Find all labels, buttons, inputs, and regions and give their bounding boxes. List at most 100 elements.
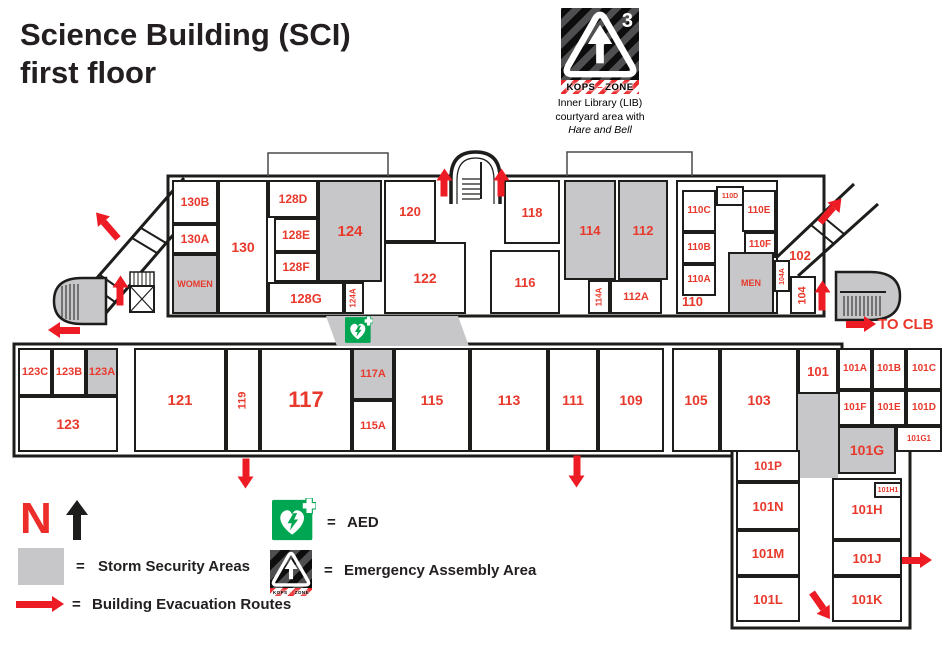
room-114a: 114A [588,280,610,314]
room-120: 120 [384,180,436,242]
room-label: 101J [852,550,882,566]
room-label: 110A [687,274,711,285]
room-101h1: 101H1 [874,482,902,498]
room-130b: 130B [172,180,218,224]
room-label: 101H [851,501,883,517]
page-title: Science Building (SCI) first floor [20,16,351,92]
room-128f: 128F [274,252,318,282]
room-label: 130A [180,232,210,246]
room-label: 109 [619,392,643,408]
kops-superscript: 3 [621,10,633,32]
room-109: 109 [598,348,664,452]
room-label: 101G [849,442,885,458]
room-label: 111 [562,392,584,408]
exit-up-east [814,280,831,310]
room-label: 101H1 [877,486,899,494]
room-101g: 101G [838,426,896,474]
room-men: MEN [728,252,774,314]
room-label: 101P [753,459,783,473]
room-label: 101L [753,591,783,607]
exit-up-arch-right [493,168,510,196]
route-legend-label: Building Evacuation Routes [92,596,292,613]
room-label: 124A [349,288,358,308]
room-label: 102 [789,247,811,263]
kops-caption-line1: Inner Library (LIB) [557,97,643,109]
room-label: MEN [741,277,761,288]
room-label: 124 [337,222,363,240]
title-line2: first floor [20,54,157,90]
room-label: 110 [682,294,703,309]
room-label: 110D [721,192,739,200]
room-label: 101D [912,402,936,413]
room-label: 115 [420,392,444,408]
storm-eq: = [76,558,85,575]
aed-eq: = [327,514,336,531]
kops-zone-logo: 3 KOPS – ZONE Inner Library (LIB) courty… [546,8,654,138]
kops-caption: Inner Library (LIB) courtyard area with … [546,97,654,138]
room-label: 112A [623,290,649,303]
room-label: 113 [497,392,521,408]
room-label: 122 [413,270,437,286]
room-128g: 128G [268,282,344,314]
room-124: 124 [318,180,382,282]
room-101a: 101A [838,348,872,390]
room-124a: 124A [344,282,364,314]
exit-left-west [48,322,80,339]
room-116: 116 [490,250,560,314]
kops-banner-right: ZONE [605,81,634,93]
room-101p: 101P [736,450,800,482]
room-label: 101K [851,591,883,607]
title-line1: Science Building (SCI) [20,17,351,52]
room-label: 130 [231,239,255,255]
elevator-shaft [129,271,155,313]
room-101l: 101L [736,576,800,622]
room-113: 113 [470,348,548,452]
room-label: 119 [236,391,249,409]
room-women: WOMEN [172,254,218,314]
room-117a: 117A [352,348,394,400]
storm-security-swatch [18,548,64,585]
kops-caption-line3: Hare and Bell [568,124,632,137]
room-102: 102 [778,236,822,274]
room-104: 104 [790,276,816,314]
room-101e: 101E [872,390,906,426]
room-label: 118 [521,204,543,220]
room-105: 105 [672,348,720,452]
room-label: WOMEN [177,278,213,289]
kops-banner: KOPS – ZONE [561,80,639,94]
room-label: 128E [281,228,311,242]
room-label: 104 [796,285,809,305]
room-112: 112 [618,180,668,280]
room-101f: 101F [838,390,872,426]
legend-evacuation-arrow [16,596,64,613]
route-eq: = [72,596,81,613]
room-101k: 101K [832,576,902,622]
kops-caption-line2: courtyard area with [555,110,645,123]
room-114: 114 [564,180,616,280]
room-label: 105 [684,392,708,408]
kops-banner-left: KOPS [566,81,596,93]
room-123a: 123A [86,348,118,396]
roof-overhang-right [566,151,693,176]
room-110c: 110C [682,190,716,232]
room-122: 122 [384,242,466,314]
storm-corridor-right [798,394,838,478]
room-103: 103 [720,348,798,452]
room-label: 114 [579,222,601,238]
room-label: 110C [687,205,711,216]
room-101n: 101N [736,482,800,530]
room-130a: 130A [172,224,218,254]
room-112a: 112A [610,280,662,314]
room-110a: 110A [682,264,716,296]
room-label: 101N [752,498,784,514]
north-up-arrow-icon [66,500,88,540]
room-130: 130 [218,180,268,314]
room-label: 103 [747,392,771,408]
room-label: 123A [88,365,116,378]
west-round-stairwell [52,276,108,326]
exit-right-se-wing [902,552,932,569]
room-101j: 101J [832,540,902,576]
room-label: 110F [748,239,772,250]
